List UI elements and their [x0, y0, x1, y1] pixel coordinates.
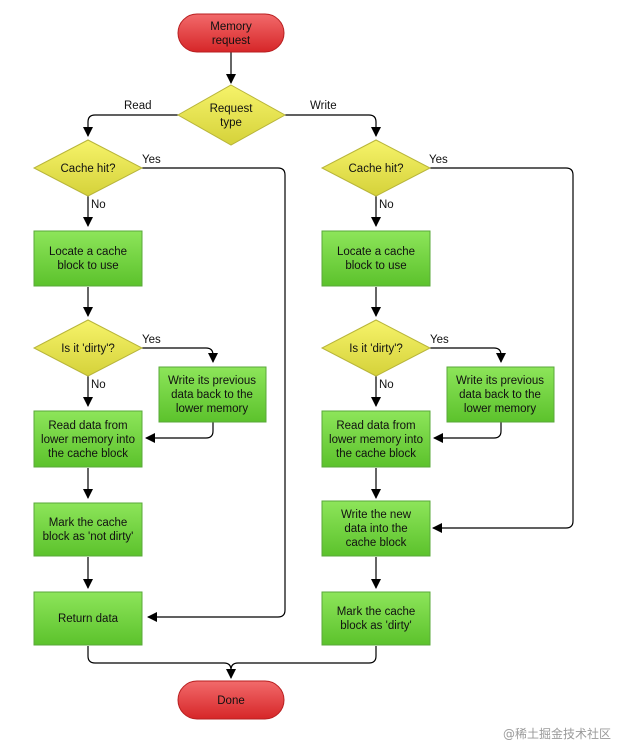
text-line: Done: [217, 695, 245, 707]
edge-right-cache-yes: [430, 167, 574, 533]
node-write-new-data: Write the new data into the cache block: [321, 500, 431, 557]
text-line: cache block: [346, 537, 407, 549]
node-cache-hit-left-text: Cache hit?: [61, 163, 116, 175]
edge-labels: Read Write Yes Yes No No Yes Yes No No: [91, 100, 449, 391]
text-line: data into the: [344, 523, 407, 535]
text-line: data back to the: [459, 389, 541, 401]
edge-left-writeprev-to-read: [145, 421, 214, 443]
text-line: Read data from: [336, 420, 415, 432]
node-dirty-right-text: Is it 'dirty'?: [349, 343, 403, 355]
text-line: the cache block: [48, 448, 128, 460]
text-line: Write its previous: [456, 375, 544, 387]
node-done: Done: [177, 680, 285, 720]
text-line: lower memory into: [329, 434, 423, 446]
text-line: Request: [210, 103, 254, 115]
text-line: Return data: [58, 613, 119, 625]
node-done-text: Done: [217, 695, 245, 707]
edge-right-writeprev-to-read: [433, 421, 502, 443]
text-line: Cache hit?: [349, 163, 404, 175]
text-line: type: [220, 117, 242, 129]
text-line: lower memory: [176, 403, 248, 415]
label-right-cache-no: No: [379, 199, 394, 211]
node-dirty-left-text: Is it 'dirty'?: [61, 343, 115, 355]
text-line: Read data from: [48, 420, 127, 432]
label-left-dirty-no: No: [91, 379, 106, 391]
text-line: Cache hit?: [61, 163, 116, 175]
label-left-cache-yes: Yes: [142, 154, 161, 166]
text-line: Is it 'dirty'?: [349, 343, 403, 355]
node-read-data-left-text: Read data from lower memory into the cache…: [41, 420, 135, 460]
node-write-previous-right: Write its previous data back to the lower …: [446, 366, 555, 423]
node-return-data-text: Return data: [58, 613, 119, 625]
node-locate-right-text: Locate a cache block to use: [337, 246, 415, 272]
text-line: Is it 'dirty'?: [61, 343, 115, 355]
edge-read: [83, 114, 178, 137]
edge-left-dirty-yes: [142, 347, 218, 363]
node-write-previous-left: Write its previous data back to the lower …: [158, 366, 267, 423]
text-line: lower memory: [464, 403, 536, 415]
text-line: block to use: [57, 260, 118, 272]
node-memory-request: Memory request: [177, 13, 285, 53]
label-write: Write: [310, 100, 337, 112]
label-read: Read: [124, 100, 152, 112]
node-dirty-right: Is it 'dirty'?: [320, 319, 432, 377]
text-line: Write the new: [341, 509, 412, 521]
text-line: block as 'not dirty': [43, 531, 134, 543]
node-request-type: Request type: [176, 84, 287, 146]
text-line: request: [212, 35, 251, 47]
node-cache-hit-right-text: Cache hit?: [349, 163, 404, 175]
node-dirty-left: Is it 'dirty'?: [32, 319, 144, 377]
text-line: the cache block: [336, 448, 416, 460]
label-left-dirty-yes: Yes: [142, 334, 161, 346]
edge-right-mark-to-done: [230, 646, 377, 671]
node-read-data-right-text: Read data from lower memory into the cache…: [329, 420, 423, 460]
text-line: Locate a cache: [49, 246, 127, 258]
text-line: data back to the: [171, 389, 253, 401]
node-write-previous-right-text: Write its previous data back to the lower …: [456, 375, 544, 415]
node-return-data: Return data: [33, 591, 143, 646]
text-line: Write its previous: [168, 375, 256, 387]
edge-right-dirty-yes: [430, 347, 506, 363]
edges: [83, 52, 574, 679]
node-mark-dirty-text: Mark the cache block as 'dirty': [337, 606, 416, 632]
node-mark-not-dirty: Mark the cache block as 'not dirty': [33, 502, 143, 557]
text-line: block as 'dirty': [340, 620, 412, 632]
text-line: block to use: [345, 260, 406, 272]
label-right-dirty-yes: Yes: [430, 334, 449, 346]
node-mark-not-dirty-text: Mark the cache block as 'not dirty': [43, 517, 134, 543]
edge-left-return-to-done: [87, 646, 236, 679]
node-locate-left: Locate a cache block to use: [33, 230, 143, 287]
edge-left-cache-yes: [142, 167, 286, 622]
text-line: Mark the cache: [337, 606, 416, 618]
label-right-cache-yes: Yes: [429, 154, 448, 166]
text-line: Mark the cache: [49, 517, 128, 529]
node-locate-right: Locate a cache block to use: [321, 230, 431, 287]
edge-write: [285, 114, 381, 137]
node-mark-dirty: Mark the cache block as 'dirty': [321, 591, 431, 646]
text-line: Memory: [210, 21, 252, 33]
node-write-new-data-text: Write the new data into the cache block: [341, 509, 412, 549]
node-request-type-text: Request type: [210, 103, 254, 129]
label-right-dirty-no: No: [379, 379, 394, 391]
node-read-data-left: Read data from lower memory into the cache…: [33, 410, 143, 468]
watermark: @稀土掘金技术社区: [502, 727, 611, 741]
node-cache-hit-right: Cache hit?: [320, 139, 432, 197]
text-line: lower memory into: [41, 434, 135, 446]
text-line: Locate a cache: [337, 246, 415, 258]
node-read-data-right: Read data from lower memory into the cache…: [321, 410, 431, 468]
label-left-cache-no: No: [91, 199, 106, 211]
node-memory-request-text: Memory request: [210, 21, 252, 47]
node-write-previous-left-text: Write its previous data back to the lower …: [168, 375, 256, 415]
node-locate-left-text: Locate a cache block to use: [49, 246, 127, 272]
node-cache-hit-left: Cache hit?: [32, 139, 144, 197]
